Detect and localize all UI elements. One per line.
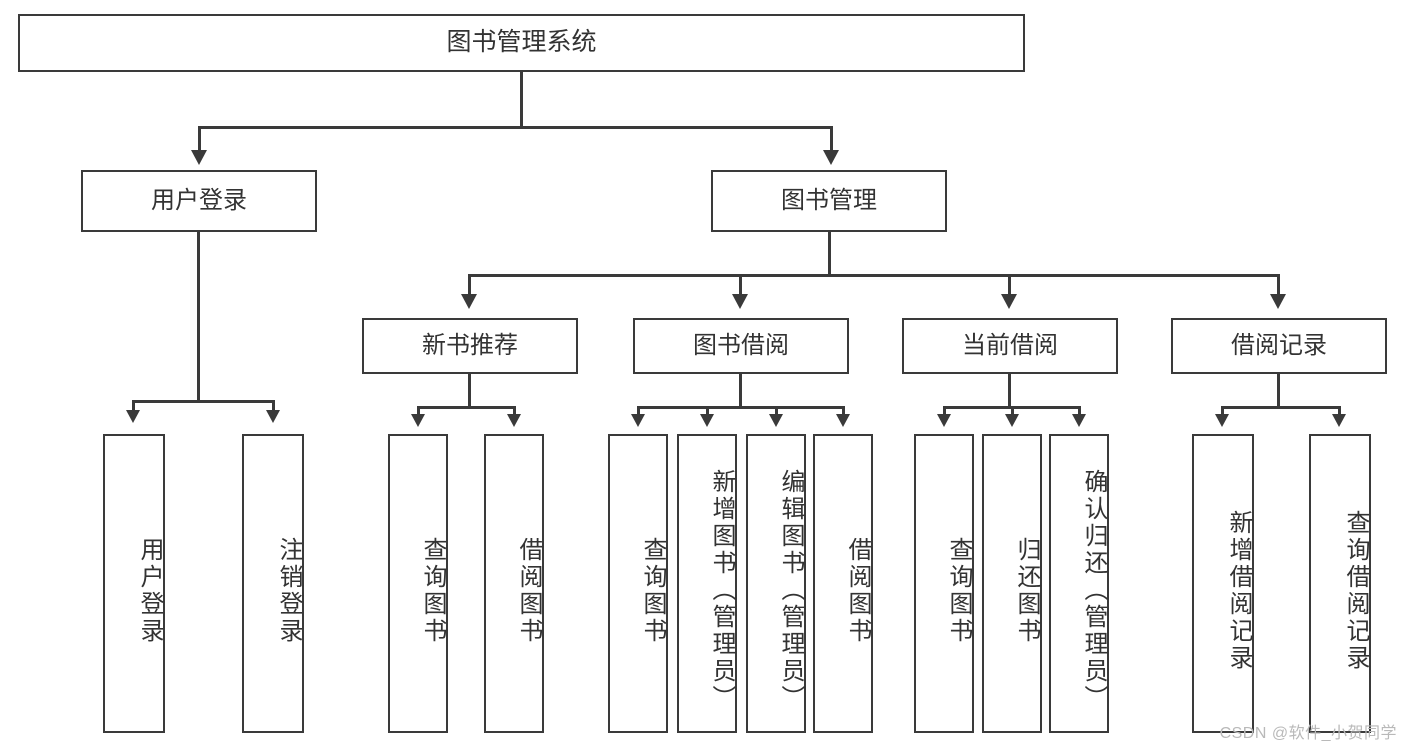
arrowhead-current-borrow	[1001, 294, 1017, 309]
node-current-borrow[interactable]: 当前借阅	[902, 318, 1118, 374]
leaf-user-login[interactable]: 用户登录	[103, 434, 165, 733]
edge-to-book-borrow	[739, 274, 742, 298]
node-label: 查询图书	[419, 536, 446, 645]
node-label: 确认归还（管理员）	[1080, 469, 1107, 712]
node-label: 新增图书（管理员）	[708, 469, 735, 712]
node-label: 图书管理系统	[446, 28, 597, 57]
edge-root-stem	[520, 72, 523, 128]
arrowhead-br-query	[1332, 414, 1346, 427]
arrowhead-cb-confirm	[1072, 414, 1086, 427]
edge-new-book-recommend-bar	[417, 406, 515, 409]
edge-user-login-stem	[197, 232, 200, 402]
edge-book-borrow-stem	[739, 374, 742, 408]
node-label: 编辑图书（管理员）	[777, 469, 804, 712]
edge-bb-to-add	[706, 406, 709, 418]
node-label: 新书推荐	[422, 331, 518, 359]
node-label: 查询图书	[639, 536, 666, 645]
edge-to-new-book-recommend	[468, 274, 471, 298]
leaf-cb-query-book[interactable]: 查询图书	[914, 434, 974, 733]
arrowhead-book-management	[823, 150, 839, 165]
edge-br-to-query	[1338, 406, 1341, 418]
node-label: 借阅记录	[1231, 331, 1327, 359]
leaf-bb-query-book[interactable]: 查询图书	[608, 434, 668, 733]
arrowhead-logout-leaf	[266, 410, 280, 423]
node-book-management[interactable]: 图书管理	[711, 170, 947, 232]
node-label: 用户登录	[136, 536, 163, 645]
arrowhead-book-borrow	[732, 294, 748, 309]
arrowhead-cb-query	[937, 414, 951, 427]
edge-br-to-add	[1221, 406, 1224, 418]
node-label: 查询借阅记录	[1342, 509, 1369, 672]
arrowhead-borrow-record	[1270, 294, 1286, 309]
edge-nbr-to-borrow	[513, 406, 516, 418]
edge-level2-bar	[468, 274, 1279, 277]
node-label: 图书管理	[781, 186, 877, 214]
leaf-bb-edit-book-admin[interactable]: 编辑图书（管理员）	[746, 434, 806, 733]
leaf-br-query-record[interactable]: 查询借阅记录	[1309, 434, 1371, 733]
edge-book-borrow-bar	[637, 406, 844, 409]
node-label: 图书借阅	[693, 331, 789, 359]
node-label: 借阅图书	[515, 536, 542, 645]
edge-bb-to-query	[637, 406, 640, 418]
arrowhead-cb-return	[1005, 414, 1019, 427]
edge-to-borrow-record	[1277, 274, 1280, 298]
arrowhead-bb-add	[700, 414, 714, 427]
edge-root-to-user-login	[198, 126, 201, 154]
leaf-cb-confirm-return-admin[interactable]: 确认归还（管理员）	[1049, 434, 1109, 733]
node-root-book-management-system[interactable]: 图书管理系统	[18, 14, 1025, 72]
node-label: 查询图书	[945, 536, 972, 645]
arrowhead-br-add	[1215, 414, 1229, 427]
edge-borrow-record-bar	[1221, 406, 1340, 409]
arrowhead-bb-borrow	[836, 414, 850, 427]
leaf-nbr-query-book[interactable]: 查询图书	[388, 434, 448, 733]
edge-cb-to-query	[943, 406, 946, 418]
edge-nbr-to-query	[417, 406, 420, 418]
csdn-watermark: CSDN @软件_小贺同学	[1219, 725, 1397, 742]
leaf-bb-borrow-book[interactable]: 借阅图书	[813, 434, 873, 733]
arrowhead-user-login	[191, 150, 207, 165]
arrowhead-bb-edit	[769, 414, 783, 427]
leaf-logout[interactable]: 注销登录	[242, 434, 304, 733]
arrowhead-new-book-recommend	[461, 294, 477, 309]
node-label: 当前借阅	[962, 331, 1058, 359]
node-user-login[interactable]: 用户登录	[81, 170, 317, 232]
node-label: 新增借阅记录	[1225, 509, 1252, 672]
node-new-book-recommend[interactable]: 新书推荐	[362, 318, 578, 374]
edge-book-management-stem	[828, 232, 831, 276]
leaf-nbr-borrow-book[interactable]: 借阅图书	[484, 434, 544, 733]
edge-to-user-login-leaf	[132, 400, 135, 414]
leaf-br-add-record[interactable]: 新增借阅记录	[1192, 434, 1254, 733]
arrowhead-nbr-query	[411, 414, 425, 427]
edge-cb-to-return	[1011, 406, 1014, 418]
node-label: 借阅图书	[844, 536, 871, 645]
edge-user-login-bar	[132, 400, 274, 403]
edge-to-current-borrow	[1008, 274, 1011, 298]
edge-current-borrow-stem	[1008, 374, 1011, 408]
leaf-cb-return-book[interactable]: 归还图书	[982, 434, 1042, 733]
node-label: 注销登录	[275, 536, 302, 645]
edge-borrow-record-stem	[1277, 374, 1280, 408]
node-book-borrow[interactable]: 图书借阅	[633, 318, 849, 374]
edge-new-book-recommend-stem	[468, 374, 471, 408]
edge-to-logout-leaf	[272, 400, 275, 414]
edge-root-bar	[198, 126, 832, 129]
node-label: 归还图书	[1013, 536, 1040, 645]
edge-root-to-book-management	[830, 126, 833, 154]
edge-bb-to-edit	[775, 406, 778, 418]
arrowhead-bb-query	[631, 414, 645, 427]
arrowhead-nbr-borrow	[507, 414, 521, 427]
arrowhead-user-login-leaf	[126, 410, 140, 423]
leaf-bb-add-book-admin[interactable]: 新增图书（管理员）	[677, 434, 737, 733]
node-borrow-record[interactable]: 借阅记录	[1171, 318, 1387, 374]
edge-bb-to-borrow	[842, 406, 845, 418]
node-label: 用户登录	[151, 186, 247, 214]
edge-cb-to-confirm	[1078, 406, 1081, 418]
